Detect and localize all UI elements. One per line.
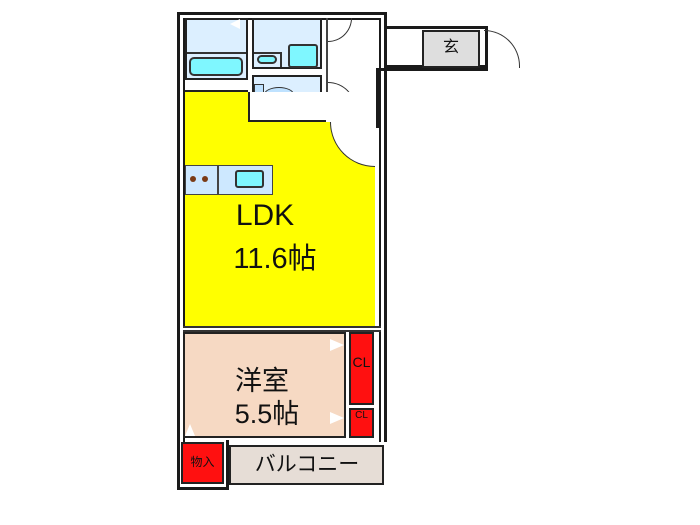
closet-small-label: CL (355, 410, 368, 421)
kitchen-sink-icon (235, 170, 264, 188)
balcony (229, 445, 384, 485)
storage-wall (177, 440, 229, 490)
room-door-marker-icon (185, 424, 195, 436)
washing-machine-icon (288, 44, 318, 68)
closet-door-icon (330, 412, 344, 424)
closet-main (349, 332, 374, 405)
stove-burner-icon (190, 176, 196, 182)
bath-door-icon (230, 19, 240, 29)
corridor-wall-v (376, 68, 379, 128)
ldk-top-wall (185, 90, 248, 92)
hall-divider (326, 18, 328, 114)
closet-door-icon (330, 339, 344, 351)
entrance-outline (384, 12, 387, 32)
washbasin-bowl-icon (257, 55, 277, 64)
storage-label: 物入 (190, 455, 215, 469)
closet-main-label: CL (352, 354, 371, 370)
ldk-name: LDK (235, 199, 295, 232)
stove-burner-icon (202, 176, 208, 182)
western-room-size: 5.5帖 (234, 399, 300, 429)
entrance-label: 玄 (442, 39, 459, 56)
corridor-wall (376, 68, 488, 71)
sliding-door[interactable] (183, 326, 381, 332)
outer-wall (177, 12, 387, 442)
western-room-name: 洋室 (235, 366, 289, 396)
storage (181, 442, 224, 484)
closet-small (349, 408, 374, 438)
entrance (422, 30, 480, 68)
ldk-notch-wet (248, 92, 328, 122)
bathtub-basin-icon (189, 57, 243, 76)
western-room (183, 332, 346, 438)
ldk-size: 11.6帖 (233, 243, 317, 275)
balcony-label: バルコニー (254, 453, 360, 476)
entrance-door-icon (484, 30, 520, 68)
ldk-notch-hall (326, 92, 378, 122)
